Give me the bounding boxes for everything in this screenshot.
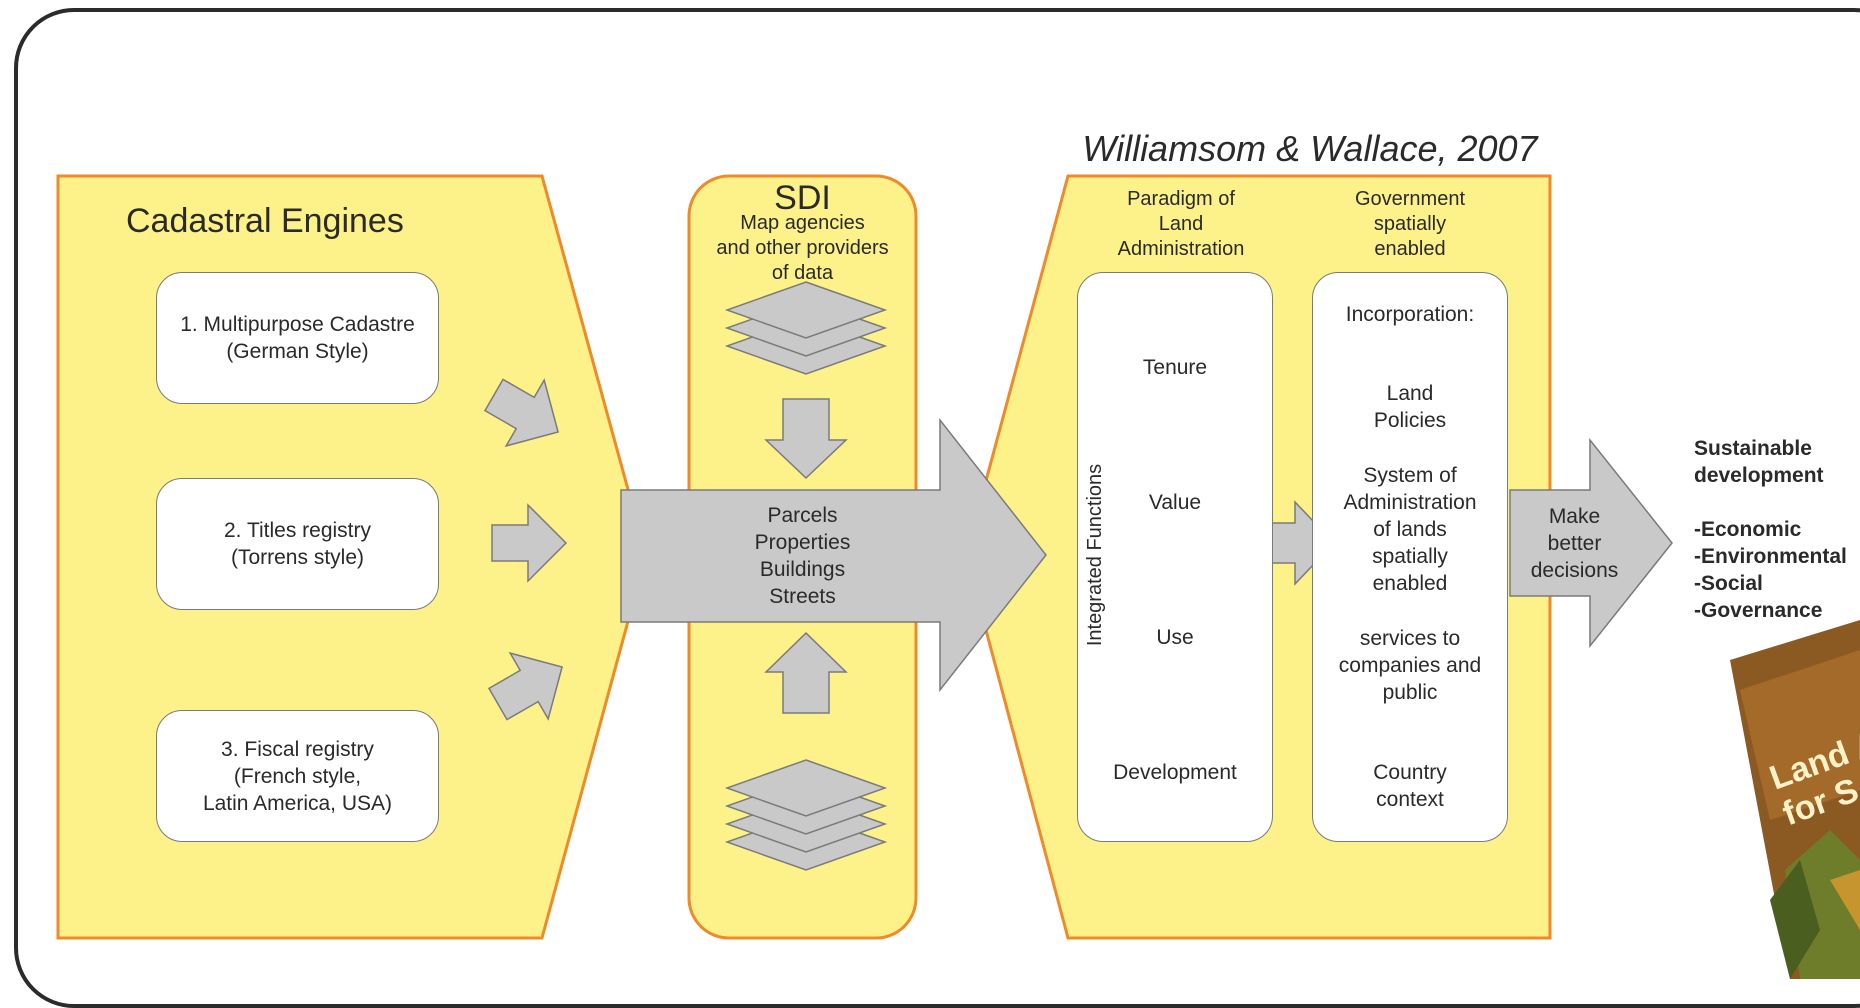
fiscal-registry-box: 3. Fiscal registry (French style, Latin … [156, 710, 439, 842]
arrow-from-fiscal-registry [487, 651, 564, 721]
government-header: Government spatially enabled [1354, 188, 1466, 260]
outcome-social: -Social [1694, 572, 1763, 595]
outcome-environmental: -Environmental [1694, 545, 1847, 568]
top-data-layers-icon [724, 281, 888, 375]
citation-text: Williamsom & Wallace, 2007 [1082, 128, 1538, 169]
sdi-title: SDI [774, 179, 831, 217]
cadastral-engines-title: Cadastral Engines [126, 202, 404, 240]
titles-registry-box: 2. Titles registry (Torrens style) [156, 478, 439, 610]
function-value: Value [1148, 491, 1202, 514]
services-item: services to companies and public [1338, 627, 1482, 704]
sdi-subtitle: Map agencies and other providers of data [716, 212, 889, 284]
sdi-up-arrow [764, 631, 848, 714]
book-cover-image [1730, 620, 1860, 979]
outcome-title: Sustainable development [1694, 437, 1824, 487]
decision-arrow-label: Make better decisions [1530, 505, 1619, 582]
bottom-data-layers-icon [724, 759, 888, 871]
government-box [1312, 272, 1508, 842]
paradigm-header: Paradigm of Land Administration [1117, 188, 1245, 260]
central-arrow-text: Parcels Properties Buildings Streets [754, 504, 851, 608]
paradigm-functions-box [1077, 272, 1273, 842]
central-data-arrow [620, 417, 1047, 693]
function-use: Use [1156, 626, 1194, 649]
sdi-down-arrow [764, 398, 848, 480]
country-context-item: Country context [1373, 761, 1447, 811]
arrow-from-titles-registry [491, 503, 568, 583]
outcome-governance: -Governance [1694, 599, 1823, 622]
integrated-functions-label: Integrated Functions [1084, 463, 1106, 647]
system-administration-item: System of Administration of lands spatia… [1343, 464, 1477, 595]
outcome-economic: -Economic [1694, 518, 1802, 541]
decision-arrow [1509, 437, 1673, 649]
function-tenure: Tenure [1142, 356, 1208, 379]
function-development: Development [1113, 761, 1237, 784]
multipurpose-cadastre-box: 1. Multipurpose Cadastre (German Style) [156, 272, 439, 404]
incorporation-label: Incorporation: [1345, 303, 1475, 326]
land-policies-item: Land Policies [1373, 382, 1447, 432]
arrow-from-multipurpose-cadastre [483, 378, 560, 448]
